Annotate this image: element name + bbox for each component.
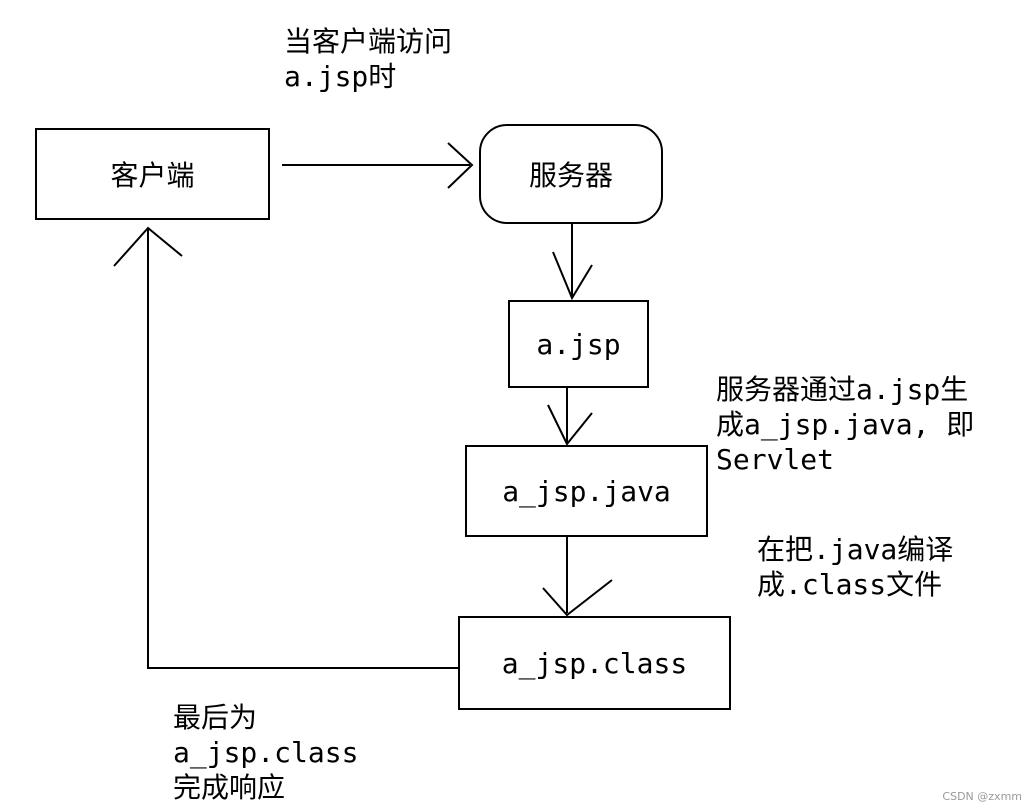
java-label: a_jsp.java xyxy=(502,474,671,508)
arrowhead-client xyxy=(113,226,183,267)
server-label: 服务器 xyxy=(528,159,613,192)
arrowhead-class xyxy=(542,579,613,617)
watermark: CSDN @zxmm xyxy=(942,790,1022,803)
client-label: 客户端 xyxy=(110,159,195,192)
note-generate: 服务器通过a.jsp生 成a_jsp.java, 即 Servlet xyxy=(716,373,975,476)
arrow-class-to-client xyxy=(147,228,458,669)
class-box: a_jsp.class xyxy=(458,616,731,710)
class-label: a_jsp.class xyxy=(501,646,688,680)
jsp-box: a.jsp xyxy=(508,300,649,388)
arrowhead-server xyxy=(447,142,474,189)
note-request: 当客户端访问 a.jsp时 xyxy=(284,25,453,93)
client-box: 客户端 xyxy=(35,128,270,220)
server-box: 服务器 xyxy=(479,124,663,224)
arrowhead-java xyxy=(547,404,593,446)
note-response: 最后为 a_jsp.class 完成响应 xyxy=(173,701,359,804)
java-box: a_jsp.java xyxy=(465,445,708,537)
arrowhead-jsp xyxy=(552,251,593,301)
jsp-label: a.jsp xyxy=(536,327,621,361)
note-compile: 在把.java编译 成.class文件 xyxy=(757,533,954,601)
